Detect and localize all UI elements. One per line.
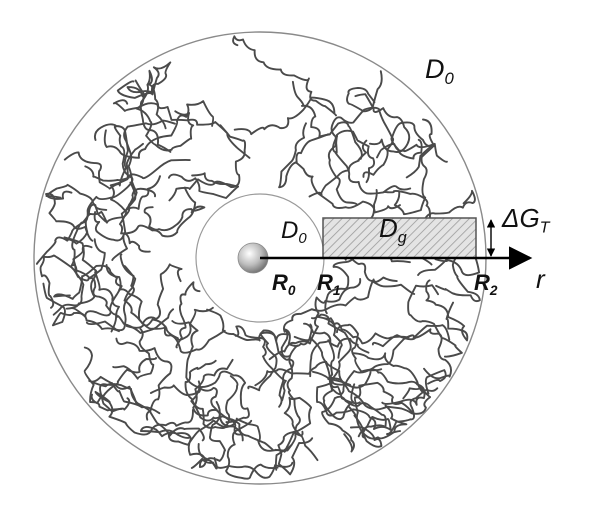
inner-diffusivity-label: D0 [281, 217, 307, 248]
polymer-chain [349, 381, 415, 448]
radius-r2-label: R2 [474, 270, 498, 298]
polymer-chain [317, 316, 410, 359]
polymer-chain [309, 337, 370, 378]
polymer-chain [354, 93, 411, 153]
polymer-chain [109, 142, 161, 212]
polymer-chain [149, 370, 250, 424]
polymer-chain [234, 325, 287, 402]
polymer-chain [167, 172, 240, 199]
polymer-chain [308, 139, 368, 198]
polymer-chain [330, 106, 395, 178]
free-energy-label: ΔGT [502, 203, 550, 237]
polymer-chain [247, 331, 290, 392]
polymer-chain [371, 328, 452, 380]
polymer-chain [327, 129, 376, 207]
radius-r1-label: R1 [317, 270, 341, 298]
polymer-chain [111, 119, 176, 261]
polymer-chain [293, 335, 352, 396]
polymer-chain [139, 69, 172, 153]
polymer-chain [83, 346, 123, 412]
polymer-chain [84, 158, 191, 182]
polymer-chain [123, 263, 183, 325]
polymer-chain [192, 358, 274, 451]
polymer-chain [93, 186, 197, 242]
gel-diffusivity-label: Dg [379, 213, 407, 247]
polymer-chain [167, 417, 293, 453]
polymer-chain [225, 419, 279, 480]
polymer-chain [105, 264, 226, 354]
polymer-chain [206, 308, 295, 408]
polymer-chain [294, 161, 401, 214]
polymer-chain [143, 205, 206, 232]
polymer-chain [65, 125, 134, 242]
polymer-chain [390, 121, 448, 163]
polymer-chain [103, 100, 215, 159]
polymer-chain [393, 118, 436, 216]
polymer-chain [278, 122, 330, 189]
polymer-chain [311, 313, 361, 405]
polymer-chain [274, 344, 301, 452]
polymer-chain [35, 210, 108, 265]
polymer-chain [254, 360, 383, 389]
polymer-chain [425, 279, 469, 342]
polymer-chain [134, 79, 195, 152]
polymer-chain [332, 135, 412, 195]
polymer-chain [39, 238, 106, 309]
polymer-chain [175, 281, 201, 349]
polymer-chain [99, 357, 157, 413]
polymer-chain [280, 323, 313, 358]
outer-diffusivity-label: D0 [425, 54, 454, 88]
polymer-chain [115, 337, 173, 421]
polymer-chain [291, 80, 363, 160]
polymer-chain [52, 203, 108, 316]
polymer-chain [282, 276, 398, 333]
polymer-chain [190, 380, 242, 436]
polymer-chain [407, 284, 463, 358]
polymer-chain [112, 327, 155, 380]
polymer-chain [346, 70, 383, 113]
polymer-chain [274, 396, 319, 471]
polymer-chain [315, 381, 392, 439]
polymer-chain [352, 352, 447, 395]
radius-r0-label: R0 [272, 270, 296, 298]
polymer-chain [268, 277, 362, 361]
polymer-chain [327, 324, 451, 385]
polymer-chain [184, 359, 239, 429]
polymer-chain [53, 264, 123, 318]
polymer-chain [118, 187, 156, 253]
polymer-chain [45, 190, 94, 242]
polymer-chain [376, 142, 436, 179]
polymer-chain [277, 430, 314, 476]
polymer-chain [94, 271, 175, 334]
polymer-chain [116, 61, 172, 99]
polymer-chain [63, 236, 98, 310]
polymer-chain [190, 457, 294, 479]
radial-axis-label: r [536, 264, 545, 294]
polymer-chain [232, 35, 337, 117]
polymer-chain [88, 375, 161, 415]
polymer-chain [168, 124, 247, 202]
polymer-chain [386, 387, 439, 436]
gel-region-box [322, 217, 477, 259]
polymer-chain [233, 96, 336, 136]
polymer-chain [336, 323, 426, 406]
polymer-chain [197, 400, 226, 468]
